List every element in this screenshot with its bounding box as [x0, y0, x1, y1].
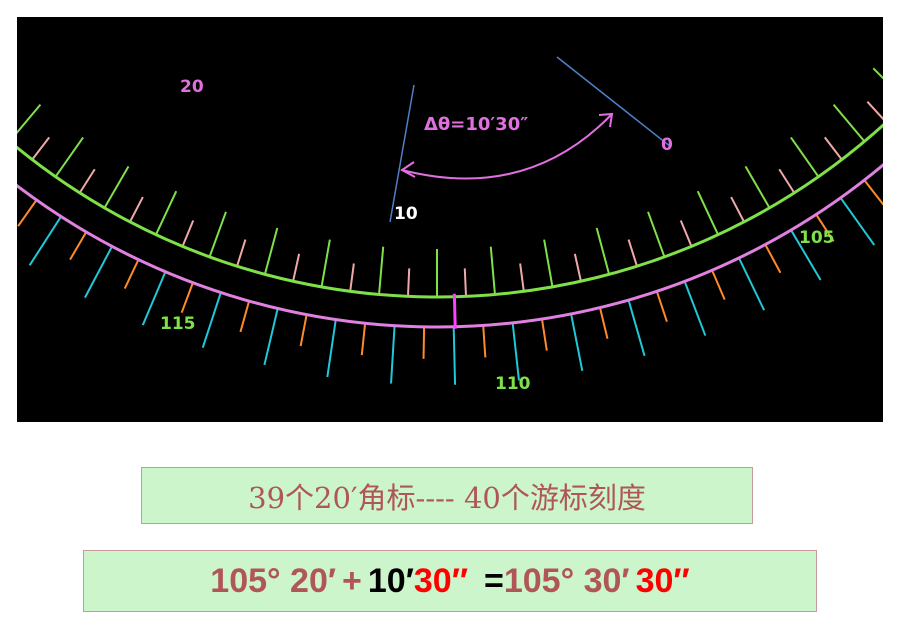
- main-major-tick: [17, 104, 42, 135]
- main-minor-tick: [573, 253, 582, 282]
- vernier-major-tick: [201, 292, 222, 348]
- vernier-minor-tick: [655, 291, 668, 322]
- dial-diagram: 20 0 10 105 110 115 Δθ=10′30″: [17, 56, 883, 394]
- main-minor-tick: [236, 239, 247, 267]
- result-box: 105° 20′ + 10′ 30″ = 105° 30′ 30″: [83, 550, 817, 612]
- vernier-major-tick: [683, 281, 707, 336]
- result-main-value: 105° 20′: [210, 561, 337, 600]
- vernier-minor-tick: [863, 179, 883, 206]
- main-major-tick: [696, 190, 719, 236]
- main-major-tick: [103, 165, 130, 209]
- main-scale-arc: [17, 123, 883, 299]
- main-minor-tick: [778, 168, 796, 194]
- result-total-seconds: 30″: [635, 561, 690, 600]
- main-minor-tick: [463, 268, 468, 297]
- main-major-tick: [832, 104, 866, 143]
- zero-alignment-pointer: [452, 293, 457, 329]
- result-add-minutes: 10′: [367, 561, 414, 600]
- main-minor-tick: [519, 263, 525, 292]
- main-scale-label-20: 20: [180, 77, 204, 97]
- vernier-major-tick: [627, 299, 646, 357]
- reference-line-ten: [389, 84, 415, 223]
- vernier-major-tick: [28, 215, 62, 266]
- main-scale-label-0: 0: [661, 135, 673, 155]
- main-minor-tick: [406, 268, 411, 297]
- vernier-label-105: 105: [799, 228, 835, 248]
- main-major-tick: [647, 211, 666, 258]
- vernier-minor-tick: [360, 323, 367, 356]
- main-major-tick: [54, 136, 84, 178]
- result-equals: =: [483, 561, 504, 600]
- result-plus: +: [342, 561, 362, 600]
- vernier-minor-tick: [764, 244, 782, 274]
- main-minor-tick: [866, 100, 883, 121]
- vernier-minor-tick: [69, 231, 88, 261]
- vernier-major-tick: [570, 313, 584, 372]
- main-minor-tick: [181, 220, 195, 247]
- vernier-label-115: 115: [160, 314, 196, 334]
- vernier-label-110: 110: [495, 374, 531, 394]
- main-major-tick: [378, 246, 385, 295]
- caption-text: 39个20′角标---- 40个游标刻度: [248, 480, 646, 515]
- main-minor-tick: [292, 253, 301, 282]
- vernier-major-tick: [390, 325, 396, 384]
- vernier-major-tick: [452, 326, 457, 385]
- main-major-tick: [489, 246, 496, 295]
- main-minor-tick: [78, 168, 96, 194]
- main-minor-tick: [823, 136, 843, 161]
- main-major-tick: [320, 239, 331, 288]
- main-scale-ticks: [17, 67, 883, 297]
- main-major-tick: [208, 211, 227, 258]
- vernier-major-tick: [839, 197, 876, 246]
- main-minor-tick: [349, 263, 355, 292]
- main-major-tick: [595, 227, 611, 275]
- delta-angle-label: Δθ=10′30″: [424, 114, 528, 135]
- main-major-tick: [263, 227, 279, 275]
- arrow-head-left: [400, 161, 416, 178]
- vernier-scale-ticks: [17, 179, 883, 385]
- main-major-tick: [790, 136, 820, 178]
- main-minor-tick: [31, 136, 51, 161]
- main-major-tick: [155, 190, 178, 236]
- caption-box: 39个20′角标---- 40个游标刻度: [141, 467, 753, 524]
- arrow-head-right: [598, 112, 614, 128]
- main-minor-tick: [627, 239, 638, 267]
- result-add-seconds: 30″: [413, 561, 468, 600]
- vernier-scale-arc: [17, 162, 883, 329]
- vernier-minor-tick: [540, 318, 548, 351]
- main-scale-label-10: 10: [394, 204, 418, 224]
- vernier-major-tick: [141, 271, 167, 326]
- vernier-minor-tick: [180, 282, 194, 314]
- vernier-minor-tick: [239, 300, 251, 333]
- vernier-minor-tick: [299, 314, 308, 347]
- vernier-minor-tick: [422, 326, 426, 359]
- main-major-tick: [872, 67, 883, 80]
- delta-angle-arrow: [401, 113, 613, 180]
- main-minor-tick: [129, 196, 144, 223]
- main-major-tick: [744, 165, 771, 209]
- vernier-major-tick: [84, 245, 113, 299]
- vernier-major-tick: [263, 308, 279, 366]
- vernier-minor-tick: [123, 259, 140, 289]
- reference-line-zero: [556, 56, 672, 148]
- main-minor-tick: [730, 196, 745, 223]
- vernier-minor-tick: [711, 269, 726, 301]
- main-major-tick: [543, 239, 554, 288]
- vernier-major-tick: [790, 229, 822, 281]
- vernier-major-tick: [511, 322, 520, 381]
- main-minor-tick: [679, 220, 693, 247]
- vernier-major-tick: [738, 257, 766, 311]
- vernier-minor-tick: [17, 199, 38, 227]
- vernier-minor-tick: [815, 213, 835, 242]
- result-total-main: 105° 30′: [503, 561, 630, 600]
- vernier-minor-tick: [482, 325, 487, 358]
- dial-diagram-panel: 20 0 10 105 110 115 Δθ=10′30″: [17, 17, 883, 422]
- vernier-minor-tick: [599, 307, 609, 339]
- vernier-major-tick: [326, 319, 337, 378]
